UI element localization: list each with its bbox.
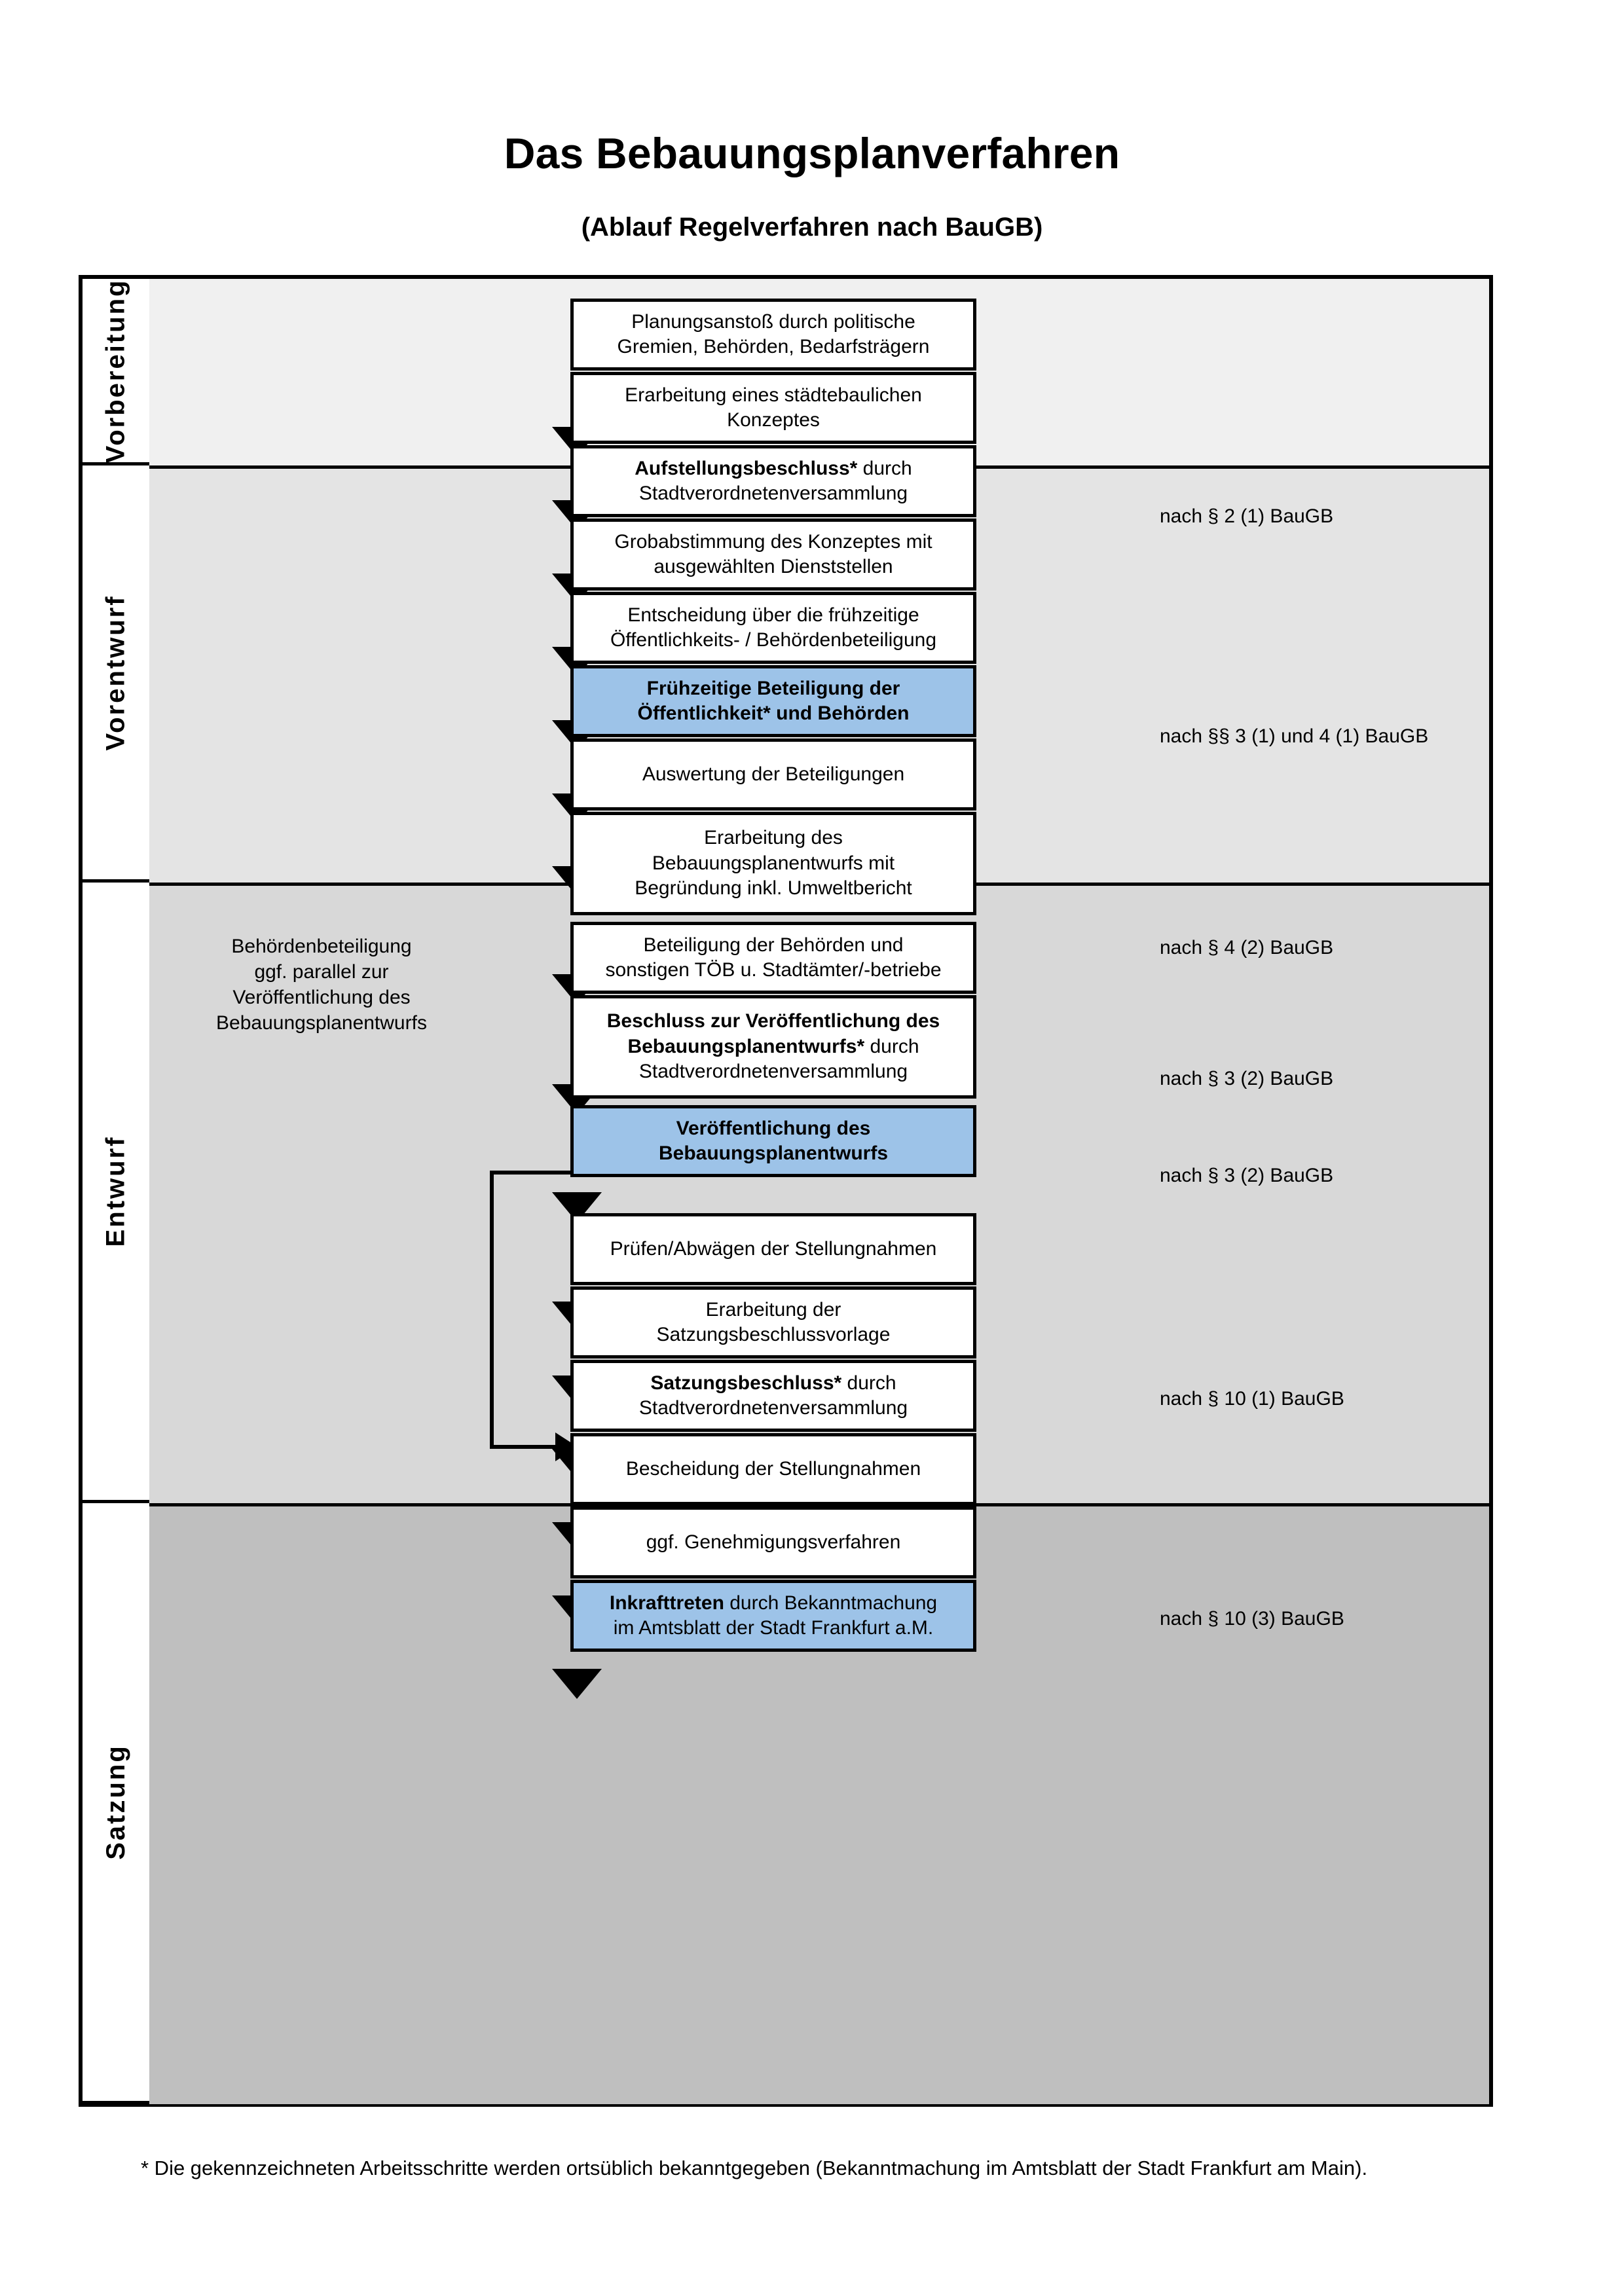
arrow-connector-16 xyxy=(552,1669,602,1699)
process-box-label: Auswertung der Beteiligungen xyxy=(642,763,905,785)
legal-ref-par3-2-b: nach § 3 (2) BauGB xyxy=(1160,1165,1334,1186)
phase-label-text: Vorentwurf xyxy=(101,594,130,751)
phase-label-text: Satzung xyxy=(101,1744,130,1860)
phase-label-vorbereitung: Vorbereitung xyxy=(83,278,149,465)
loop-connector-top xyxy=(490,1171,575,1175)
phase-label-satzung: Satzung xyxy=(83,1503,149,2104)
phase-label-entwurf: Entwurf xyxy=(83,883,149,1503)
legal-ref-par3-2-a: nach § 3 (2) BauGB xyxy=(1160,1068,1334,1089)
legal-ref-par10-1: nach § 10 (1) BauGB xyxy=(1160,1388,1344,1410)
sidenote-behoerdenbeteiligung: Behördenbeteiligung ggf. parallel zur Ve… xyxy=(216,936,427,1034)
loop-connector-bottom xyxy=(490,1445,557,1449)
process-box-label: Prüfen/Abwägen der Stellungnahmen xyxy=(610,1237,937,1260)
process-box-label: Bescheidung der Stellungnahmen xyxy=(625,1457,921,1480)
phase-label-text: Entwurf xyxy=(101,1135,130,1247)
page-subtitle: (Ablauf Regelverfahren nach BauGB) xyxy=(581,213,1043,242)
process-box-auswertung-beteiligungen[interactable]: Auswertung der Beteiligungen xyxy=(570,738,976,811)
process-box-bescheidung-stellungnahmen[interactable]: Bescheidung der Stellungnahmen xyxy=(570,1433,976,1505)
flowchart-frame: Vorbereitung Vorentwurf Entwurf Satzung xyxy=(79,275,1493,2107)
phase-label-vorentwurf: Vorentwurf xyxy=(83,465,149,883)
page-title: Das Bebauungsplanverfahren xyxy=(504,129,1120,177)
legal-ref-par3-1-4-1: nach §§ 3 (1) und 4 (1) BauGB xyxy=(1160,725,1429,747)
process-box-label: ggf. Genehmigungsverfahren xyxy=(646,1531,901,1553)
process-box-pruefen-abwaegen[interactable]: Prüfen/Abwägen der Stellungnahmen xyxy=(570,1213,976,1285)
legal-ref-par4-2: nach § 4 (2) BauGB xyxy=(1160,937,1334,958)
legal-ref-par2-1: nach § 2 (1) BauGB xyxy=(1160,505,1334,527)
legal-ref-par10-3: nach § 10 (3) BauGB xyxy=(1160,1608,1344,1630)
process-box-genehmigungsverfahren[interactable]: ggf. Genehmigungsverfahren xyxy=(570,1506,976,1578)
phase-label-text: Vorbereitung xyxy=(101,278,130,463)
loop-connector-vertical xyxy=(490,1171,494,1449)
footnote-text: * Die gekennzeichneten Arbeitsschritte w… xyxy=(141,2157,1368,2179)
